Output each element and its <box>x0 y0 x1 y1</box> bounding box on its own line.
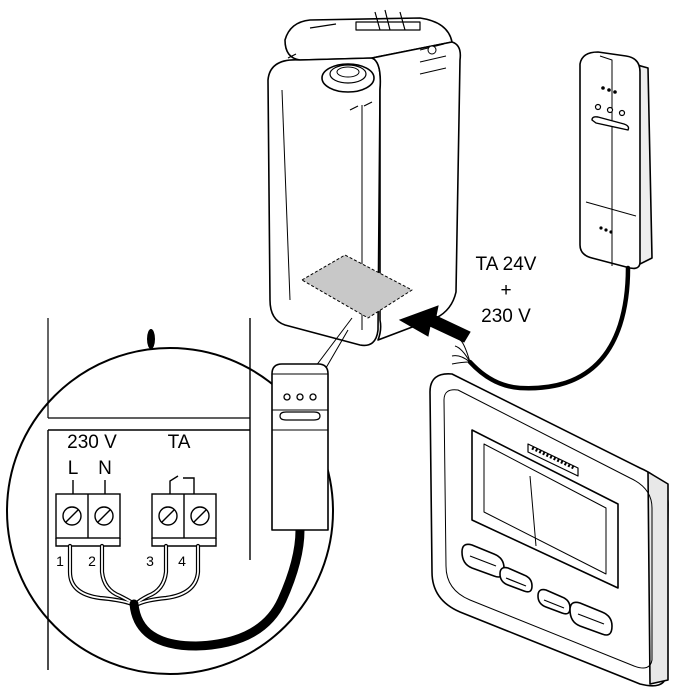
digital-thermostat <box>429 373 669 687</box>
switch-symbol <box>169 475 195 494</box>
label-230v: 230 V <box>67 432 117 453</box>
callout-line-3: 230 V <box>481 306 531 327</box>
wire-number-1: 1 <box>56 553 64 569</box>
connector-module <box>271 363 329 531</box>
main-cable <box>129 525 305 651</box>
callout-line-1: TA 24V <box>476 254 537 275</box>
terminal-block <box>55 493 217 547</box>
label-ta: TA <box>168 432 191 453</box>
label-l: L <box>68 458 79 479</box>
wires <box>67 543 201 607</box>
label-n: N <box>98 458 112 479</box>
thermostat-cable <box>467 265 631 391</box>
power-callout: TA 24V + 230 V <box>476 254 537 327</box>
callout-line-2: + <box>500 280 511 301</box>
cable-loose-wires <box>451 339 471 365</box>
boiler-unit <box>267 9 462 347</box>
insertion-arrow <box>398 305 471 343</box>
magnified-view: 230 V TA L N 1 2 3 4 <box>6 318 334 675</box>
wire-number-4: 4 <box>178 553 186 569</box>
wire-number-2: 2 <box>88 553 96 569</box>
wall-thermostat <box>579 51 653 270</box>
wire-number-3: 3 <box>146 553 154 569</box>
